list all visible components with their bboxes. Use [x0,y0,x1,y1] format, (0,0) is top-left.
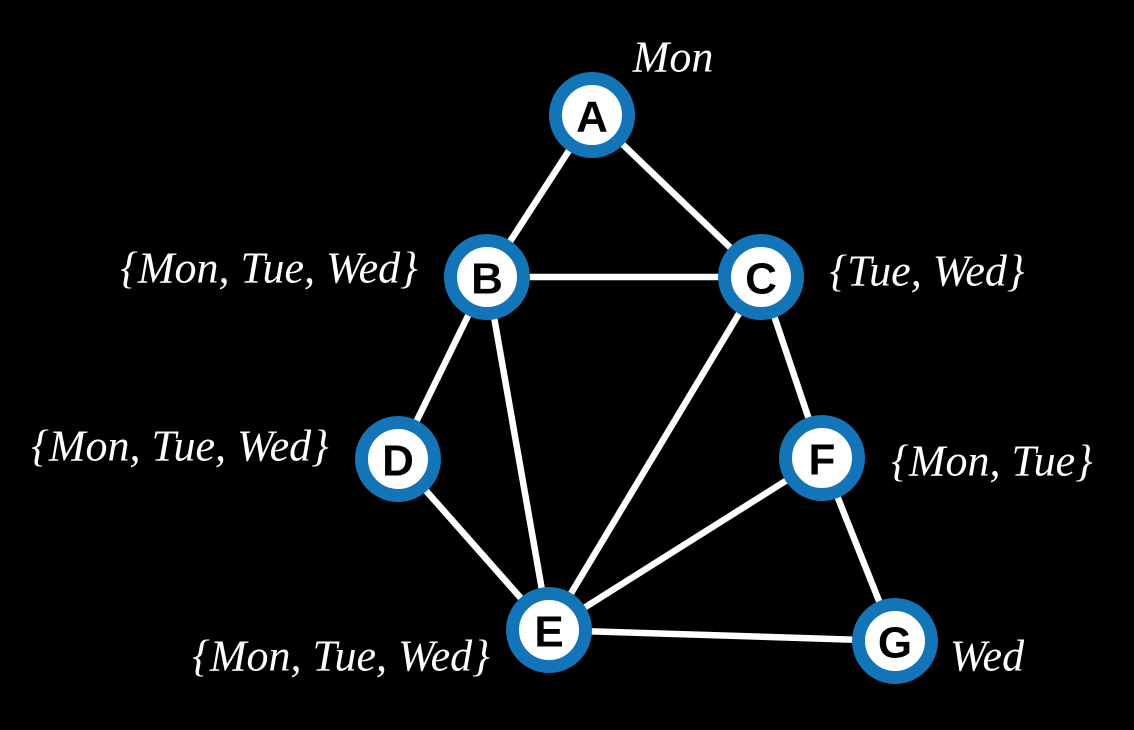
edge-E-F [545,454,826,634]
node-F: F [779,415,865,501]
domain-label-C: {Tue, Wed} [830,247,1025,296]
node-A: A [549,72,635,158]
node-C: C [718,234,804,320]
node-letter-B: B [471,255,503,304]
domain-label-F: {Mon, Tue} [891,437,1093,486]
edge-B-E [483,273,553,634]
domain-label-E: {Mon, Tue, Wed} [192,632,490,681]
domain-label-D: {Mon, Tue, Wed} [31,422,329,471]
edge-C-E [545,273,765,634]
node-circle-D [355,416,441,502]
node-letter-C: C [745,255,777,304]
node-circle-E [506,587,592,673]
node-letter-A: A [576,93,608,142]
domain-label-A: Mon [632,33,714,82]
domain-label-B: {Mon, Tue, Wed} [120,244,418,293]
node-circle-G [852,598,938,684]
node-circle-F [779,415,865,501]
node-G: G [852,598,938,684]
node-E: E [506,587,592,673]
node-letter-F: F [809,436,836,485]
domain-label-G: Wed [950,632,1025,681]
node-B: B [444,234,530,320]
node-circle-C [718,234,804,320]
node-D: D [355,416,441,502]
node-letter-E: E [534,608,563,657]
node-circle-A [549,72,635,158]
node-letter-D: D [382,437,414,486]
node-letter-G: G [878,619,912,668]
edge-E-G [545,626,899,645]
node-circle-B [444,234,530,320]
